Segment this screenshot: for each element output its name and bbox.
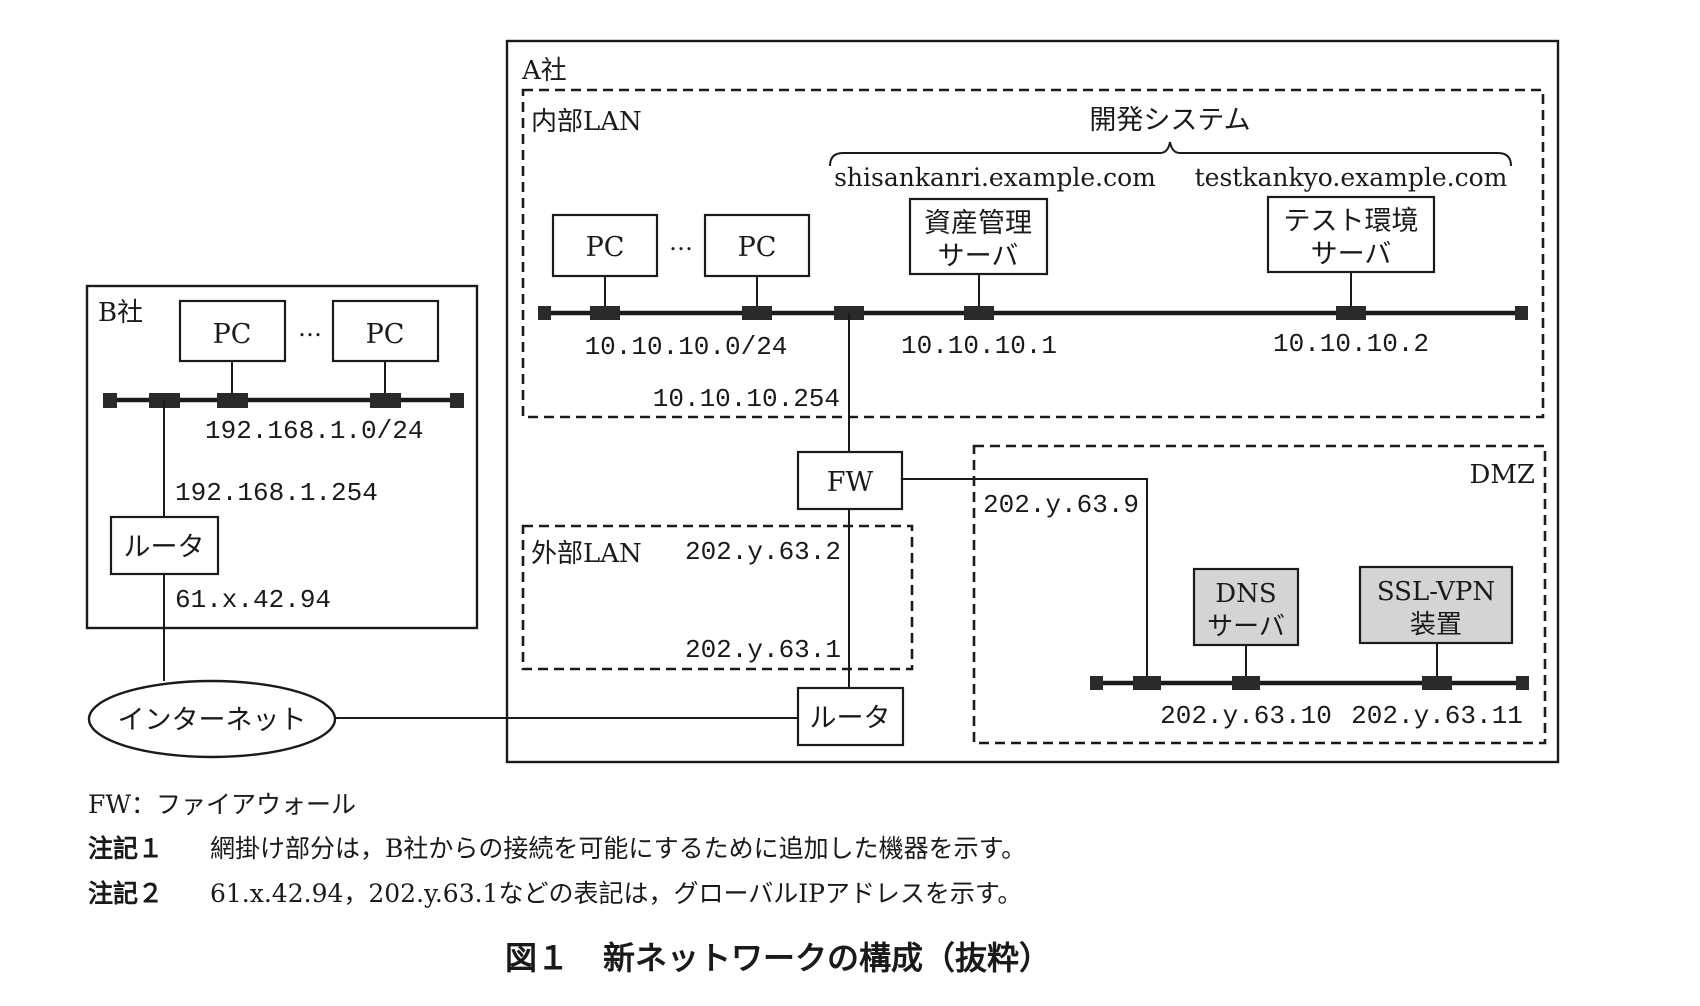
server-name-line1: テスト環境	[1284, 206, 1419, 237]
server-hostname: shisankanri.example.com	[834, 163, 1156, 192]
fw-definition: FW：ファイアウォール	[88, 785, 356, 821]
bus-port	[217, 393, 248, 408]
ip-label: 202.y.63.11	[1351, 701, 1523, 731]
bus-terminator	[1090, 676, 1103, 690]
pc-node	[178, 299, 287, 363]
pc-node	[331, 299, 440, 363]
subnet-label: 192.168.1.0/24	[205, 416, 423, 446]
note-1-text: 網掛け部分は，B社からの接続を可能にするために追加した機器を示す。	[210, 834, 1027, 863]
ip-label: 202.y.63.2	[685, 537, 841, 567]
ip-label: 10.10.10.1	[901, 331, 1057, 361]
bus-port	[1336, 306, 1366, 320]
firewall-label: FW	[827, 467, 874, 498]
ip-label: 202.y.63.9	[983, 490, 1139, 520]
internal-lan-label: 内部LAN	[531, 107, 642, 137]
device-name-line2: サーバ	[1207, 612, 1285, 642]
pc-label: PC	[738, 232, 777, 263]
company-a: A社	[505, 39, 1560, 764]
bus-terminator	[103, 393, 117, 408]
ip-label: 202.y.63.10	[1160, 701, 1332, 731]
router-b-label: ルータ	[124, 532, 205, 563]
bus-port	[1133, 676, 1161, 690]
firewall	[796, 450, 904, 511]
note-2-label: 注記２	[88, 879, 164, 908]
note-1: 注記１ 網掛け部分は，B社からの接続を可能にするために追加した機器を示す。	[88, 829, 1026, 865]
ip-label: 192.168.1.254	[175, 478, 378, 508]
fw-definition-text: FW：ファイアウォール	[88, 790, 357, 819]
ip-label: 10.10.10.2	[1273, 329, 1429, 359]
dns-server	[1192, 567, 1300, 647]
figure-title: 新ネットワークの構成（抜粋）	[603, 939, 1052, 977]
internet-label: インターネット	[118, 705, 307, 736]
company-b-label: B社	[98, 298, 143, 328]
internal-lan: 内部LAN 開発システム shisankanri.example.com tes…	[521, 88, 1545, 419]
bus-port	[1422, 676, 1452, 690]
pc-label: PC	[213, 319, 252, 350]
bus-port	[964, 306, 994, 320]
device-name-line1: SSL-VPN	[1377, 577, 1495, 607]
external-lan: 外部LAN 202.y.63.2 202.y.63.1	[521, 524, 914, 671]
ip-label: 61.x.42.94	[175, 585, 331, 615]
external-lan-boundary	[521, 524, 914, 671]
subnet-label: 10.10.10.0/24	[585, 332, 788, 362]
server-hostname: testkankyo.example.com	[1195, 163, 1508, 192]
bus-terminator	[450, 393, 464, 408]
router-a-label: ルータ	[810, 703, 891, 734]
device-name-line1: DNS	[1215, 579, 1276, 609]
asset-management-server	[908, 197, 1049, 276]
figure-number: 図１	[505, 939, 570, 977]
bus-port	[590, 306, 620, 320]
server-name-line2: サーバ	[1311, 239, 1392, 270]
bus-terminator	[1515, 306, 1528, 320]
company-b-frame	[85, 284, 479, 630]
pc-label: PC	[366, 319, 405, 350]
internet-cloud	[87, 679, 337, 759]
ip-label: 10.10.10.254	[653, 384, 840, 414]
bus-port	[742, 306, 772, 320]
bus-port	[1232, 676, 1260, 690]
link-fw-dmz	[902, 478, 1148, 683]
bus-terminator	[1516, 676, 1529, 690]
note-2: 注記２ 61.x.42.94，202.y.63.1などの表記は，グローバルIPアド…	[88, 874, 1022, 910]
company-a-label: A社	[521, 56, 567, 86]
dev-system-label: 開発システム	[1089, 105, 1250, 136]
router-b	[109, 515, 220, 576]
note-1-label: 注記１	[88, 834, 164, 863]
server-name-line2: サーバ	[938, 241, 1019, 272]
pc-node	[703, 213, 811, 278]
company-b: B社 PC … PC 192.168.1.0/24 192.168.1.254 …	[85, 284, 479, 630]
internal-lan-boundary	[521, 88, 1545, 419]
router-a	[796, 686, 905, 747]
pc-label: PC	[586, 232, 625, 263]
pc-ellipsis: …	[298, 314, 322, 342]
external-lan-label: 外部LAN	[531, 539, 642, 569]
bus-port	[370, 393, 401, 408]
dev-system-brace	[829, 141, 1512, 167]
dmz-boundary	[972, 444, 1547, 745]
note-2-text: 61.x.42.94，202.y.63.1などの表記は，グローバルIPアドレスを…	[210, 879, 1023, 908]
bus-terminator	[538, 306, 551, 320]
device-name-line2: 装置	[1410, 610, 1462, 640]
pc-node	[551, 213, 659, 278]
pc-ellipsis: …	[669, 228, 693, 256]
server-name-line1: 資産管理	[924, 208, 1032, 239]
dmz: DMZ 202.y.63.9 DNS サーバ SSL-VPN 装置 202.y.…	[972, 444, 1547, 745]
company-a-frame	[505, 39, 1560, 764]
dmz-label: DMZ	[1469, 460, 1535, 490]
ip-label: 202.y.63.1	[685, 635, 841, 665]
figure-caption: 図１ 新ネットワークの構成（抜粋）	[505, 933, 1051, 979]
